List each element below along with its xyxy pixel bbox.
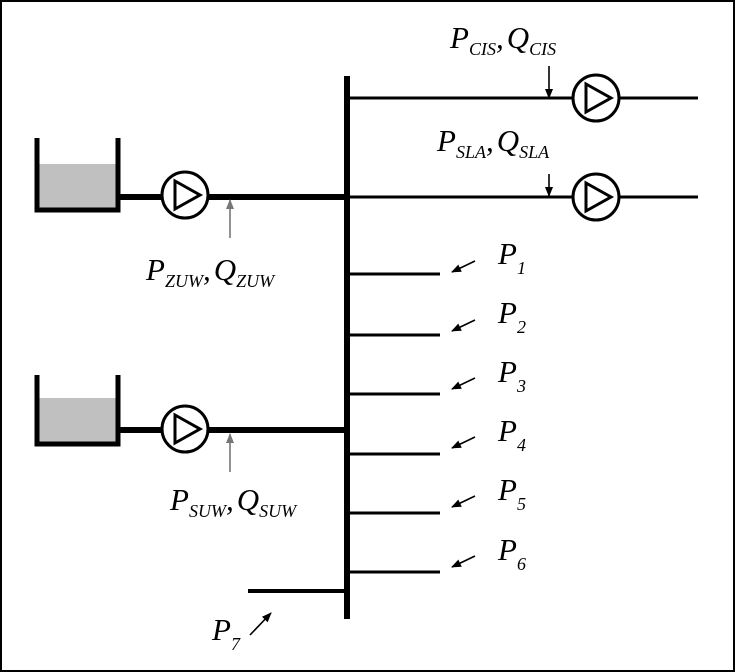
outlet-1-arrow: [451, 260, 476, 273]
cis-pump-icon: [571, 73, 621, 123]
suw-tank-icon: [34, 375, 121, 447]
p7-arrow: [249, 612, 272, 636]
outlet-4-arrow: [451, 436, 476, 449]
suw-pump-icon: [160, 404, 210, 454]
zuw-tank-icon: [34, 138, 121, 213]
outlet-6-arrow: [451, 555, 476, 568]
label-p-suw: PSUW,QSUW: [169, 482, 298, 521]
label-p-sla: PSLA,QSLA: [436, 123, 550, 162]
label-p1: P1: [497, 236, 526, 278]
zuw-pump-icon: [160, 170, 210, 220]
label-p-zuw: PZUW,QZUW: [145, 252, 276, 291]
label-p4: P4: [497, 413, 526, 455]
label-p2: P2: [497, 295, 526, 337]
label-p6: P6: [497, 532, 526, 574]
outlet-2-arrow: [451, 319, 476, 332]
sla-pump-icon: [571, 172, 621, 222]
label-p3: P3: [497, 354, 526, 396]
outlet-5-arrow: [451, 495, 476, 508]
outlet-3-arrow: [451, 377, 476, 390]
label-p7: P7: [211, 612, 241, 654]
label-p-cis: PCIS,QCIS: [449, 20, 556, 59]
label-p5: P5: [497, 472, 526, 514]
